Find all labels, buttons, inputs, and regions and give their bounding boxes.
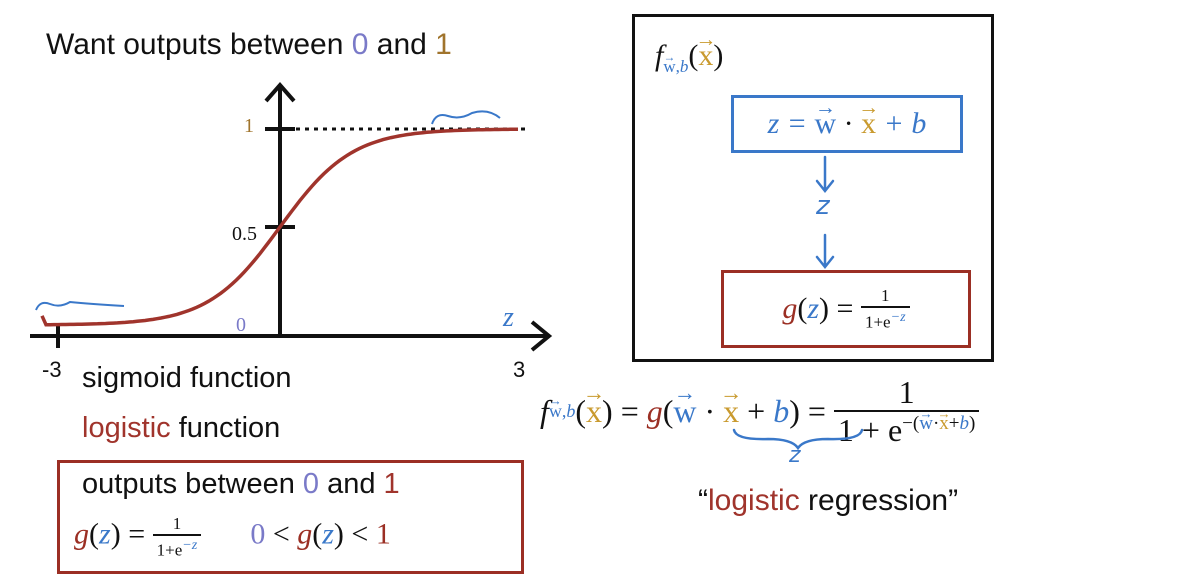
outputs-between-line: outputs between 0 and 1 [82,468,400,500]
underbrace [732,428,864,451]
chart-title: Want outputs between 0 and 1 [46,28,452,61]
y-tick-label-0: 0 [236,314,246,336]
sigmoid-label: sigmoid function [82,362,292,394]
annotation-scribble-left [35,300,125,311]
sigmoid-fraction: 1 1+e−z [152,515,202,559]
flow-arrow-top [815,155,835,194]
title-one: 1 [435,28,452,61]
model-box: fw,b(x) z = w · x + b z g(z) = 1 1+e−z [632,14,994,362]
x-tick-label-3: 3 [513,357,525,382]
flow-z-label: z [816,191,830,221]
flow-arrows [815,155,835,270]
x-axis-label: z [502,302,514,333]
outputs-summary-box: outputs between 0 and 1 g(z) = 1 1+e−z 0… [57,460,524,574]
annotation-scribble-right [431,110,501,125]
model-sigmoid-fraction: 1 1+e−z [860,287,910,331]
model-function-label: fw,b(x) [655,39,723,77]
sigmoid-curve [40,127,518,327]
title-zero: 0 [351,28,369,61]
x-tick-label-neg3: -3 [42,357,62,382]
y-tick-label-0.5: 0.5 [232,223,257,245]
logistic-label: logistic function [82,412,281,444]
y-tick-label-1: 1 [244,115,254,137]
linear-z-box: z = w · x + b [731,95,963,153]
x-axis-arrow-icon [530,320,553,352]
flow-arrow-bottom [815,233,835,270]
sigmoid-formula: g(z) = 1 1+e−z 0 < g(z) < 1 [74,514,391,560]
y-axis-arrow-icon [264,81,296,103]
sigmoid-chart: 1 0.5 0 -3 3 z [30,81,553,382]
g-of-z-box: g(z) = 1 1+e−z [721,270,971,348]
logistic-fraction: 1 1 + e−(w·x+b) [833,376,980,446]
logistic-regression-caption: “logistic regression” [698,484,959,517]
underbrace-z-label: z [789,443,801,468]
logistic-regression-formula: fw,b(x) = g(w · x + b) = 1 1 + e−(w·x+b) [540,366,980,456]
